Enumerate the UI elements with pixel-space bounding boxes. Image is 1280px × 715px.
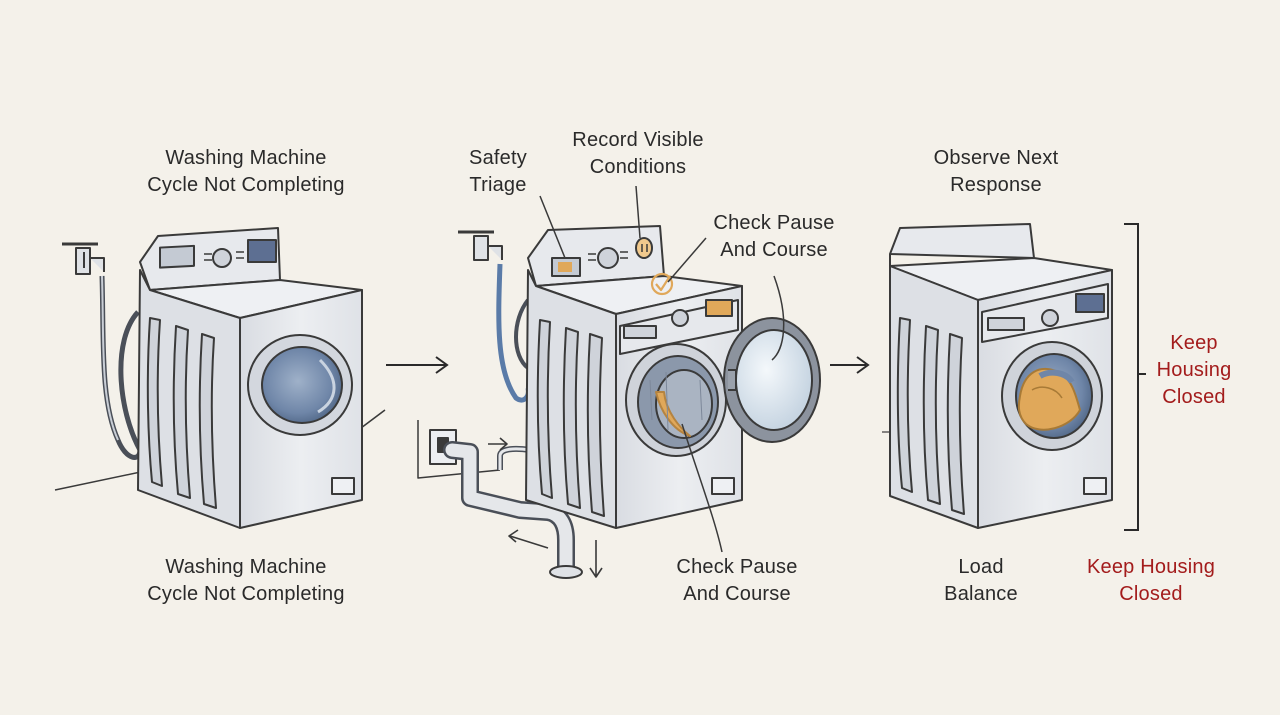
record-visible-line-2: Conditions [589, 156, 687, 178]
panel-1-bottom-line-1: Washing Machine [165, 556, 327, 578]
check-pause-bottom-line-1: Check Pause [676, 556, 798, 578]
keep-housing-bottom-label: Keep Housing Closed [1087, 554, 1215, 608]
safety-triage-line-2: Triage [469, 174, 527, 196]
water-tap-icon [62, 242, 105, 275]
keep-housing-side-line-1: Keep [1170, 332, 1218, 354]
observe-next-line-1: Observe Next [933, 147, 1059, 169]
panel-1-top-line-2: Cycle Not Completing [147, 174, 345, 196]
keep-housing-side-line-2: Housing [1156, 359, 1232, 381]
water-hose [99, 275, 143, 460]
check-pause-bottom-line-2: And Course [683, 583, 791, 605]
load-balance-label: Load Balance [944, 554, 1018, 608]
check-pause-top-label: Check Pause And Course [713, 210, 834, 264]
check-pause-top-line-1: Check Pause [713, 212, 835, 234]
keep-housing-bottom-line-2: Closed [1119, 583, 1183, 605]
check-pause-top-line-2: And Course [720, 239, 828, 261]
record-visible-line-1: Record Visible [572, 129, 704, 151]
load-balance-line-2: Balance [944, 583, 1018, 605]
housing-bracket [1124, 223, 1146, 531]
check-pause-bottom-label: Check Pause And Course [676, 554, 797, 608]
safety-triage-label: Safety Triage [469, 145, 527, 199]
keep-housing-bottom-line-1: Keep Housing [1086, 556, 1216, 578]
panel-3-washing-machine [882, 223, 1113, 529]
panel-1-washing-machine [54, 227, 386, 529]
water-tap-icon [458, 230, 503, 261]
record-visible-label: Record Visible Conditions [572, 127, 703, 181]
keep-housing-side-label: Keep Housing Closed [1157, 330, 1232, 411]
panel-1-top-label: Washing Machine Cycle Not Completing [147, 145, 344, 199]
safety-triage-line-1: Safety [469, 147, 527, 169]
flow-arrow-1 [386, 356, 449, 374]
panel-1-top-line-1: Washing Machine [165, 147, 327, 169]
panel-2-washing-machine [417, 185, 821, 579]
load-balance-line-1: Load [958, 556, 1004, 578]
keep-housing-side-line-3: Closed [1162, 386, 1226, 408]
observe-next-line-2: Response [950, 174, 1042, 196]
observe-next-label: Observe Next Response [934, 145, 1059, 199]
panel-1-bottom-label: Washing Machine Cycle Not Completing [147, 554, 344, 608]
panel-1-bottom-line-2: Cycle Not Completing [147, 583, 345, 605]
flow-arrow-2 [830, 356, 870, 374]
